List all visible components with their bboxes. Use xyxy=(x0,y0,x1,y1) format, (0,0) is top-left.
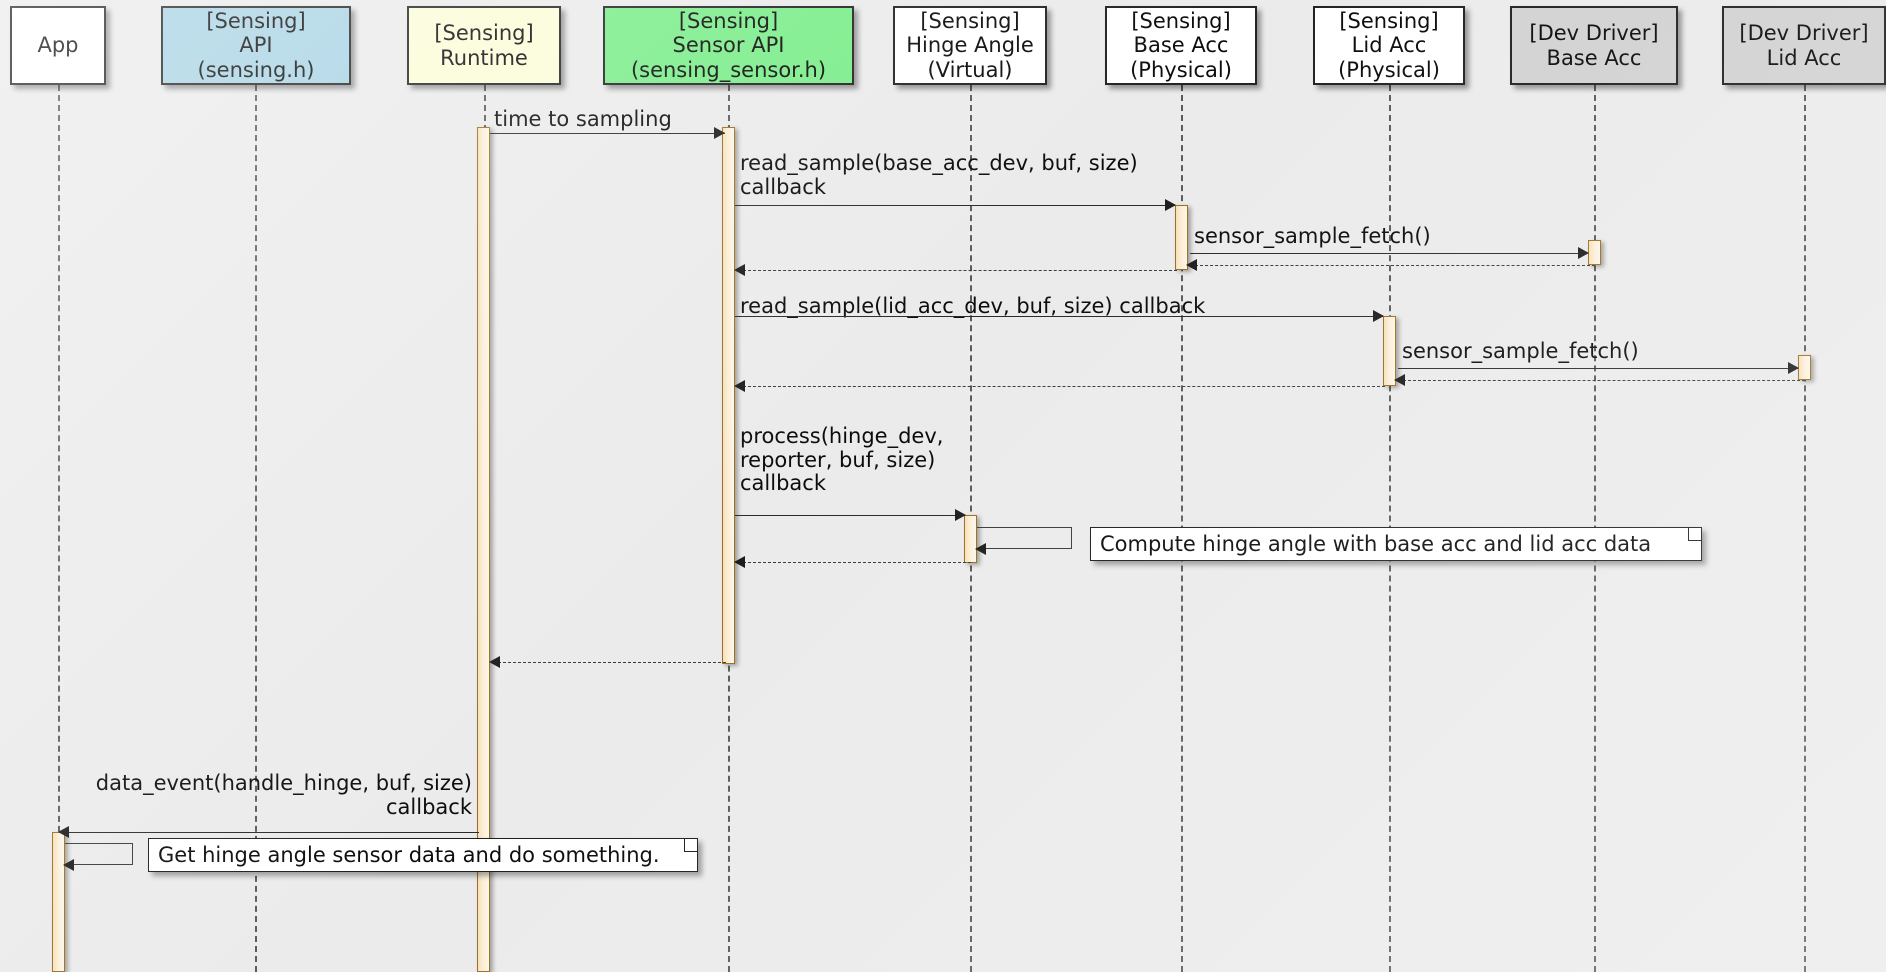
participant-base-acc[interactable]: [Sensing] Base Acc (Physical) xyxy=(1105,6,1257,85)
message-return-dev-lid-acc xyxy=(1403,380,1805,381)
activation-dev-base-acc xyxy=(1588,240,1601,265)
message-arrow-process-hinge xyxy=(735,515,965,516)
participant-lid-acc[interactable]: [Sensing] Lid Acc (Physical) xyxy=(1313,6,1465,85)
arrowhead-read-sample-lid xyxy=(1373,310,1384,322)
message-return-lid-acc xyxy=(743,386,1385,387)
self-call-app xyxy=(65,843,133,865)
lifeline-sensing-api xyxy=(255,85,257,972)
note-compute-hinge-angle-text: Compute hinge angle with base acc and li… xyxy=(1100,532,1652,556)
participant-app[interactable]: App xyxy=(10,6,106,85)
activation-base-acc xyxy=(1175,205,1188,270)
participant-dev-base-acc[interactable]: [Dev Driver] Base Acc xyxy=(1510,6,1678,85)
arrowhead-return-dev-lid-acc xyxy=(1394,374,1405,386)
participant-dev-lid-acc[interactable]: [Dev Driver] Lid Acc xyxy=(1722,6,1886,85)
message-arrow-time-to-sampling xyxy=(490,133,725,134)
message-return-dev-base-acc xyxy=(1195,265,1595,266)
participant-hinge-angle[interactable]: [Sensing] Hinge Angle (Virtual) xyxy=(893,6,1047,85)
participant-runtime[interactable]: [Sensing] Runtime xyxy=(407,6,561,85)
message-label-data-event: data_event(handle_hinge, buf, size) call… xyxy=(95,771,472,819)
note-dogear-icon xyxy=(684,838,698,852)
note-compute-hinge-angle: Compute hinge angle with base acc and li… xyxy=(1090,527,1702,561)
activation-lid-acc xyxy=(1383,316,1396,386)
arrowhead-data-event xyxy=(58,826,69,838)
participant-sensor-api[interactable]: [Sensing] Sensor API (sensing_sensor.h) xyxy=(603,6,854,85)
message-arrow-sensor-sample-fetch-lid xyxy=(1398,368,1798,369)
arrowhead-time-to-sampling xyxy=(714,127,725,139)
arrowhead-return-base-acc xyxy=(734,264,745,276)
arrowhead-return-lid-acc xyxy=(734,380,745,392)
note-app-action-text: Get hinge angle sensor data and do somet… xyxy=(158,843,660,867)
message-arrow-sensor-sample-fetch-base xyxy=(1190,253,1588,254)
activation-hinge-angle xyxy=(964,515,977,563)
arrowhead-process-hinge xyxy=(955,509,966,521)
activation-sensor-api xyxy=(722,127,735,664)
message-label-sensor-sample-fetch-base: sensor_sample_fetch() xyxy=(1194,224,1431,248)
lifeline-dev-lid-acc xyxy=(1804,85,1806,972)
arrowhead-return-dev-base-acc xyxy=(1186,259,1197,271)
message-label-sensor-sample-fetch-lid: sensor_sample_fetch() xyxy=(1402,339,1639,363)
message-return-sensor-api xyxy=(498,662,726,663)
activation-app xyxy=(52,832,65,972)
self-call-hinge-angle xyxy=(977,527,1072,549)
activation-dev-lid-acc xyxy=(1798,355,1811,380)
note-app-action: Get hinge angle sensor data and do somet… xyxy=(148,838,698,872)
message-return-hinge-angle xyxy=(743,562,971,563)
message-label-process-hinge: process(hinge_dev, reporter, buf, size) … xyxy=(740,424,944,496)
message-label-read-sample-base: read_sample(base_acc_dev, buf, size) cal… xyxy=(740,151,1138,199)
message-arrow-read-sample-lid xyxy=(735,316,1383,317)
lifeline-app xyxy=(58,85,60,972)
message-return-base-acc xyxy=(743,270,1177,271)
arrowhead-self-call-app xyxy=(63,859,74,871)
arrowhead-sensor-sample-fetch-base xyxy=(1578,247,1589,259)
message-label-time-to-sampling: time to sampling xyxy=(494,107,672,131)
message-arrow-read-sample-base xyxy=(735,205,1175,206)
message-arrow-data-event xyxy=(67,832,479,833)
arrowhead-return-hinge-angle xyxy=(734,556,745,568)
arrowhead-sensor-sample-fetch-lid xyxy=(1788,362,1799,374)
arrowhead-read-sample-base xyxy=(1165,199,1176,211)
arrowhead-self-call-hinge-angle xyxy=(975,543,986,555)
arrowhead-return-sensor-api xyxy=(489,656,500,668)
message-label-read-sample-lid: read_sample(lid_acc_dev, buf, size) call… xyxy=(740,294,1206,318)
participant-sensing-api[interactable]: [Sensing] API (sensing.h) xyxy=(161,6,351,85)
note-dogear-icon xyxy=(1688,527,1702,541)
